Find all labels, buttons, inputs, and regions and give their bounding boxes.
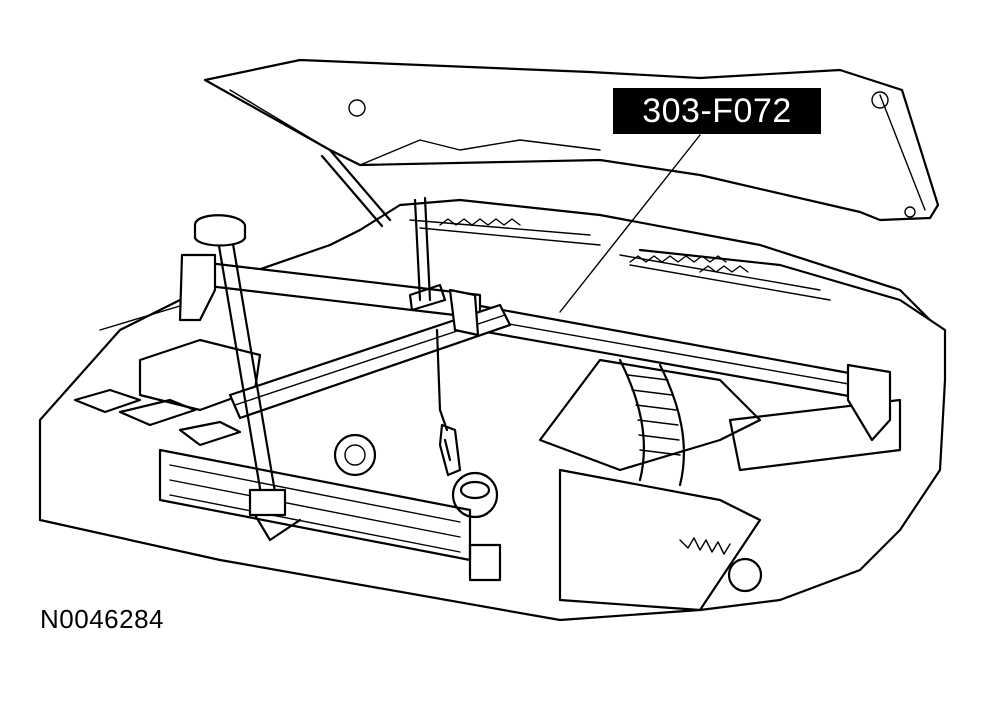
hood: [203, 58, 940, 222]
hood-prop-rod: [320, 148, 392, 228]
callout-leader-line: [559, 134, 701, 313]
vehicle-body-outline: [38, 228, 947, 622]
engine-components: [73, 338, 902, 612]
illustration-reference-number: N0046284: [40, 604, 164, 634]
cowl-and-wipers: [358, 198, 932, 322]
engine-support-tool: [178, 196, 892, 542]
tool-number-label: 303-F072: [613, 88, 821, 134]
